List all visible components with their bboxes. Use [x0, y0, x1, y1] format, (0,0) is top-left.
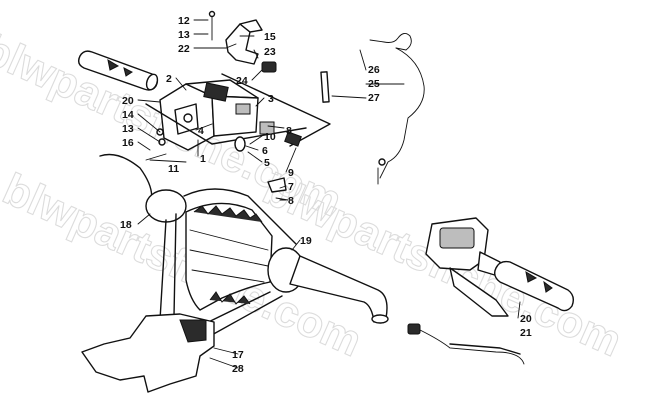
part-label-6: 6: [262, 145, 268, 157]
part-label-8-bottom: 8: [288, 195, 294, 207]
brake-switch-wire: [407, 323, 525, 365]
part-label-26: 26: [368, 64, 380, 76]
leader-lines: [137, 19, 521, 369]
right-grip: [493, 260, 575, 312]
part-label-10: 10: [264, 131, 276, 143]
part-label-14: 14: [122, 109, 134, 121]
part-label-22: 22: [178, 43, 190, 55]
part-label-5: 5: [264, 157, 270, 169]
hardware-parts: [145, 121, 302, 201]
part-label-13-left: 13: [122, 123, 134, 135]
watermark: blwpartsfiche.com blwpartsfiche.com blwp…: [0, 24, 629, 367]
part-label-1: 1: [200, 153, 206, 165]
lever-bracket: [208, 10, 277, 73]
part-label-17: 17: [232, 349, 244, 361]
kill-switch-cable: [320, 33, 425, 185]
part-label-8-top: 8: [286, 125, 292, 137]
part-label-3: 3: [268, 93, 274, 105]
master-cylinder: [425, 217, 509, 317]
part-label-28: 28: [232, 363, 244, 375]
part-label-4: 4: [198, 125, 204, 137]
handlebar-pad: [81, 313, 215, 393]
part-label-15: 15: [264, 31, 276, 43]
part-number-labels: 12 13 22 15 23 24 2 20 14 13 16 11 1 4 3…: [120, 15, 532, 375]
part-label-27: 27: [368, 92, 380, 104]
part-label-25: 25: [368, 78, 380, 90]
part-label-20-right: 20: [520, 313, 532, 325]
part-label-11: 11: [168, 163, 179, 175]
part-label-16: 16: [122, 137, 134, 149]
part-label-13-top: 13: [178, 29, 190, 41]
part-label-18: 18: [120, 219, 132, 231]
left-grip: [77, 50, 159, 91]
switch-housing-assembly: [145, 73, 331, 151]
part-label-19: 19: [300, 235, 312, 247]
part-label-24: 24: [236, 75, 248, 87]
part-label-20-left: 20: [122, 95, 134, 107]
part-label-2: 2: [166, 73, 172, 85]
part-label-21: 21: [520, 327, 532, 339]
part-label-23: 23: [264, 46, 276, 58]
part-label-7: 7: [288, 181, 294, 193]
part-label-9: 9: [288, 167, 294, 179]
part-label-12: 12: [178, 15, 190, 27]
